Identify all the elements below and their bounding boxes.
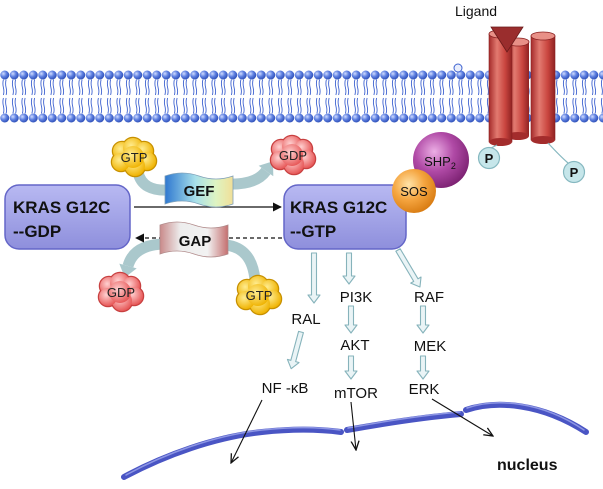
phosphate-1: P	[477, 146, 501, 170]
gdp-cloud-gef-label: GDP	[279, 148, 307, 163]
nuclear-envelope-highlight	[125, 402, 585, 476]
receptor	[488, 26, 556, 146]
signal-arrows	[286, 248, 430, 380]
nuclear-envelope-segment-2	[344, 411, 464, 433]
arrow-kras-to-ral	[307, 252, 321, 304]
phosphate-2-label: P	[570, 165, 579, 180]
gtp-cloud-gap-label: GTP	[246, 288, 273, 303]
nfkb-nuclear-arrow	[231, 399, 263, 463]
kras-gdp-name: KRAS G12C	[13, 198, 110, 217]
gdp-cloud-gap: GDP	[97, 271, 145, 313]
shp2-label: SHP2	[424, 154, 456, 171]
arrow-raf-to-mek	[416, 305, 430, 334]
gef-release-band	[227, 167, 271, 190]
sos-label: SOS	[400, 184, 428, 199]
erk-nuclear-arrow	[431, 398, 493, 436]
gdp-cloud-gef: GDP	[269, 134, 317, 176]
receptor-helix-back	[506, 37, 530, 140]
phosphate-connector-2	[547, 142, 569, 164]
shp2-label-subscript: 2	[451, 161, 456, 171]
receptor-helix-right	[530, 31, 556, 144]
phosphate-2: P	[562, 160, 586, 184]
akt-label: AKT	[340, 337, 369, 354]
receptor-helix-left	[488, 29, 513, 146]
gap-banner: GAP	[159, 221, 229, 258]
gdp-cloud-gap-label: GDP	[107, 285, 135, 300]
arrow-mek-to-erk	[416, 355, 430, 380]
mtor-nuclear-arrow	[350, 401, 356, 450]
kras-gtp-name: KRAS G12C	[290, 198, 387, 217]
gap-label: GAP	[179, 233, 212, 250]
shp2-label-main: SHP	[424, 154, 451, 169]
ligand-label: Ligand	[455, 3, 497, 19]
gef-banner: GEF	[164, 172, 234, 208]
arrow-kras-to-pi3k	[342, 252, 356, 285]
nuclear-envelope-segment-3	[463, 401, 589, 435]
gtp-cloud-gap: GTP	[235, 274, 283, 316]
mtor-label: mTOR	[334, 385, 378, 402]
kras-gtp-box: KRAS G12C --GTP	[283, 184, 407, 250]
nuclear-envelope-segment-1	[121, 426, 344, 480]
arrow-pi3k-to-akt	[344, 305, 358, 334]
gtp-cloud-gef-label: GTP	[121, 150, 148, 165]
raf-label: RAF	[414, 289, 444, 306]
gef-label: GEF	[184, 183, 215, 200]
gtp-cloud-gef: GTP	[110, 136, 158, 178]
mek-label: MEK	[414, 338, 447, 355]
gap-intake-band	[224, 239, 261, 281]
ral-label: RAL	[291, 311, 320, 328]
pi3k-label: PI3K	[340, 289, 373, 306]
membrane-vesicle-dot	[453, 63, 463, 73]
kras-gdp-box: KRAS G12C --GDP	[4, 184, 131, 250]
gef-release-arrowhead	[258, 161, 274, 177]
ligand-triangle	[490, 26, 524, 53]
erk-label: ERK	[409, 381, 440, 398]
arrow-ral-to-nfkb	[286, 330, 304, 370]
nucleus-label: nucleus	[497, 457, 558, 474]
sos-sphere: SOS	[392, 169, 436, 213]
nfkb-label: NF -κB	[262, 380, 309, 397]
kras-gtp-state: --GTP	[290, 222, 336, 241]
kras-gdp-state: --GDP	[13, 222, 61, 241]
arrow-kras-to-raf	[395, 248, 422, 288]
arrow-akt-to-mtor	[344, 355, 358, 380]
nuclear-envelope	[121, 401, 589, 480]
phosphate-1-label: P	[485, 151, 494, 166]
